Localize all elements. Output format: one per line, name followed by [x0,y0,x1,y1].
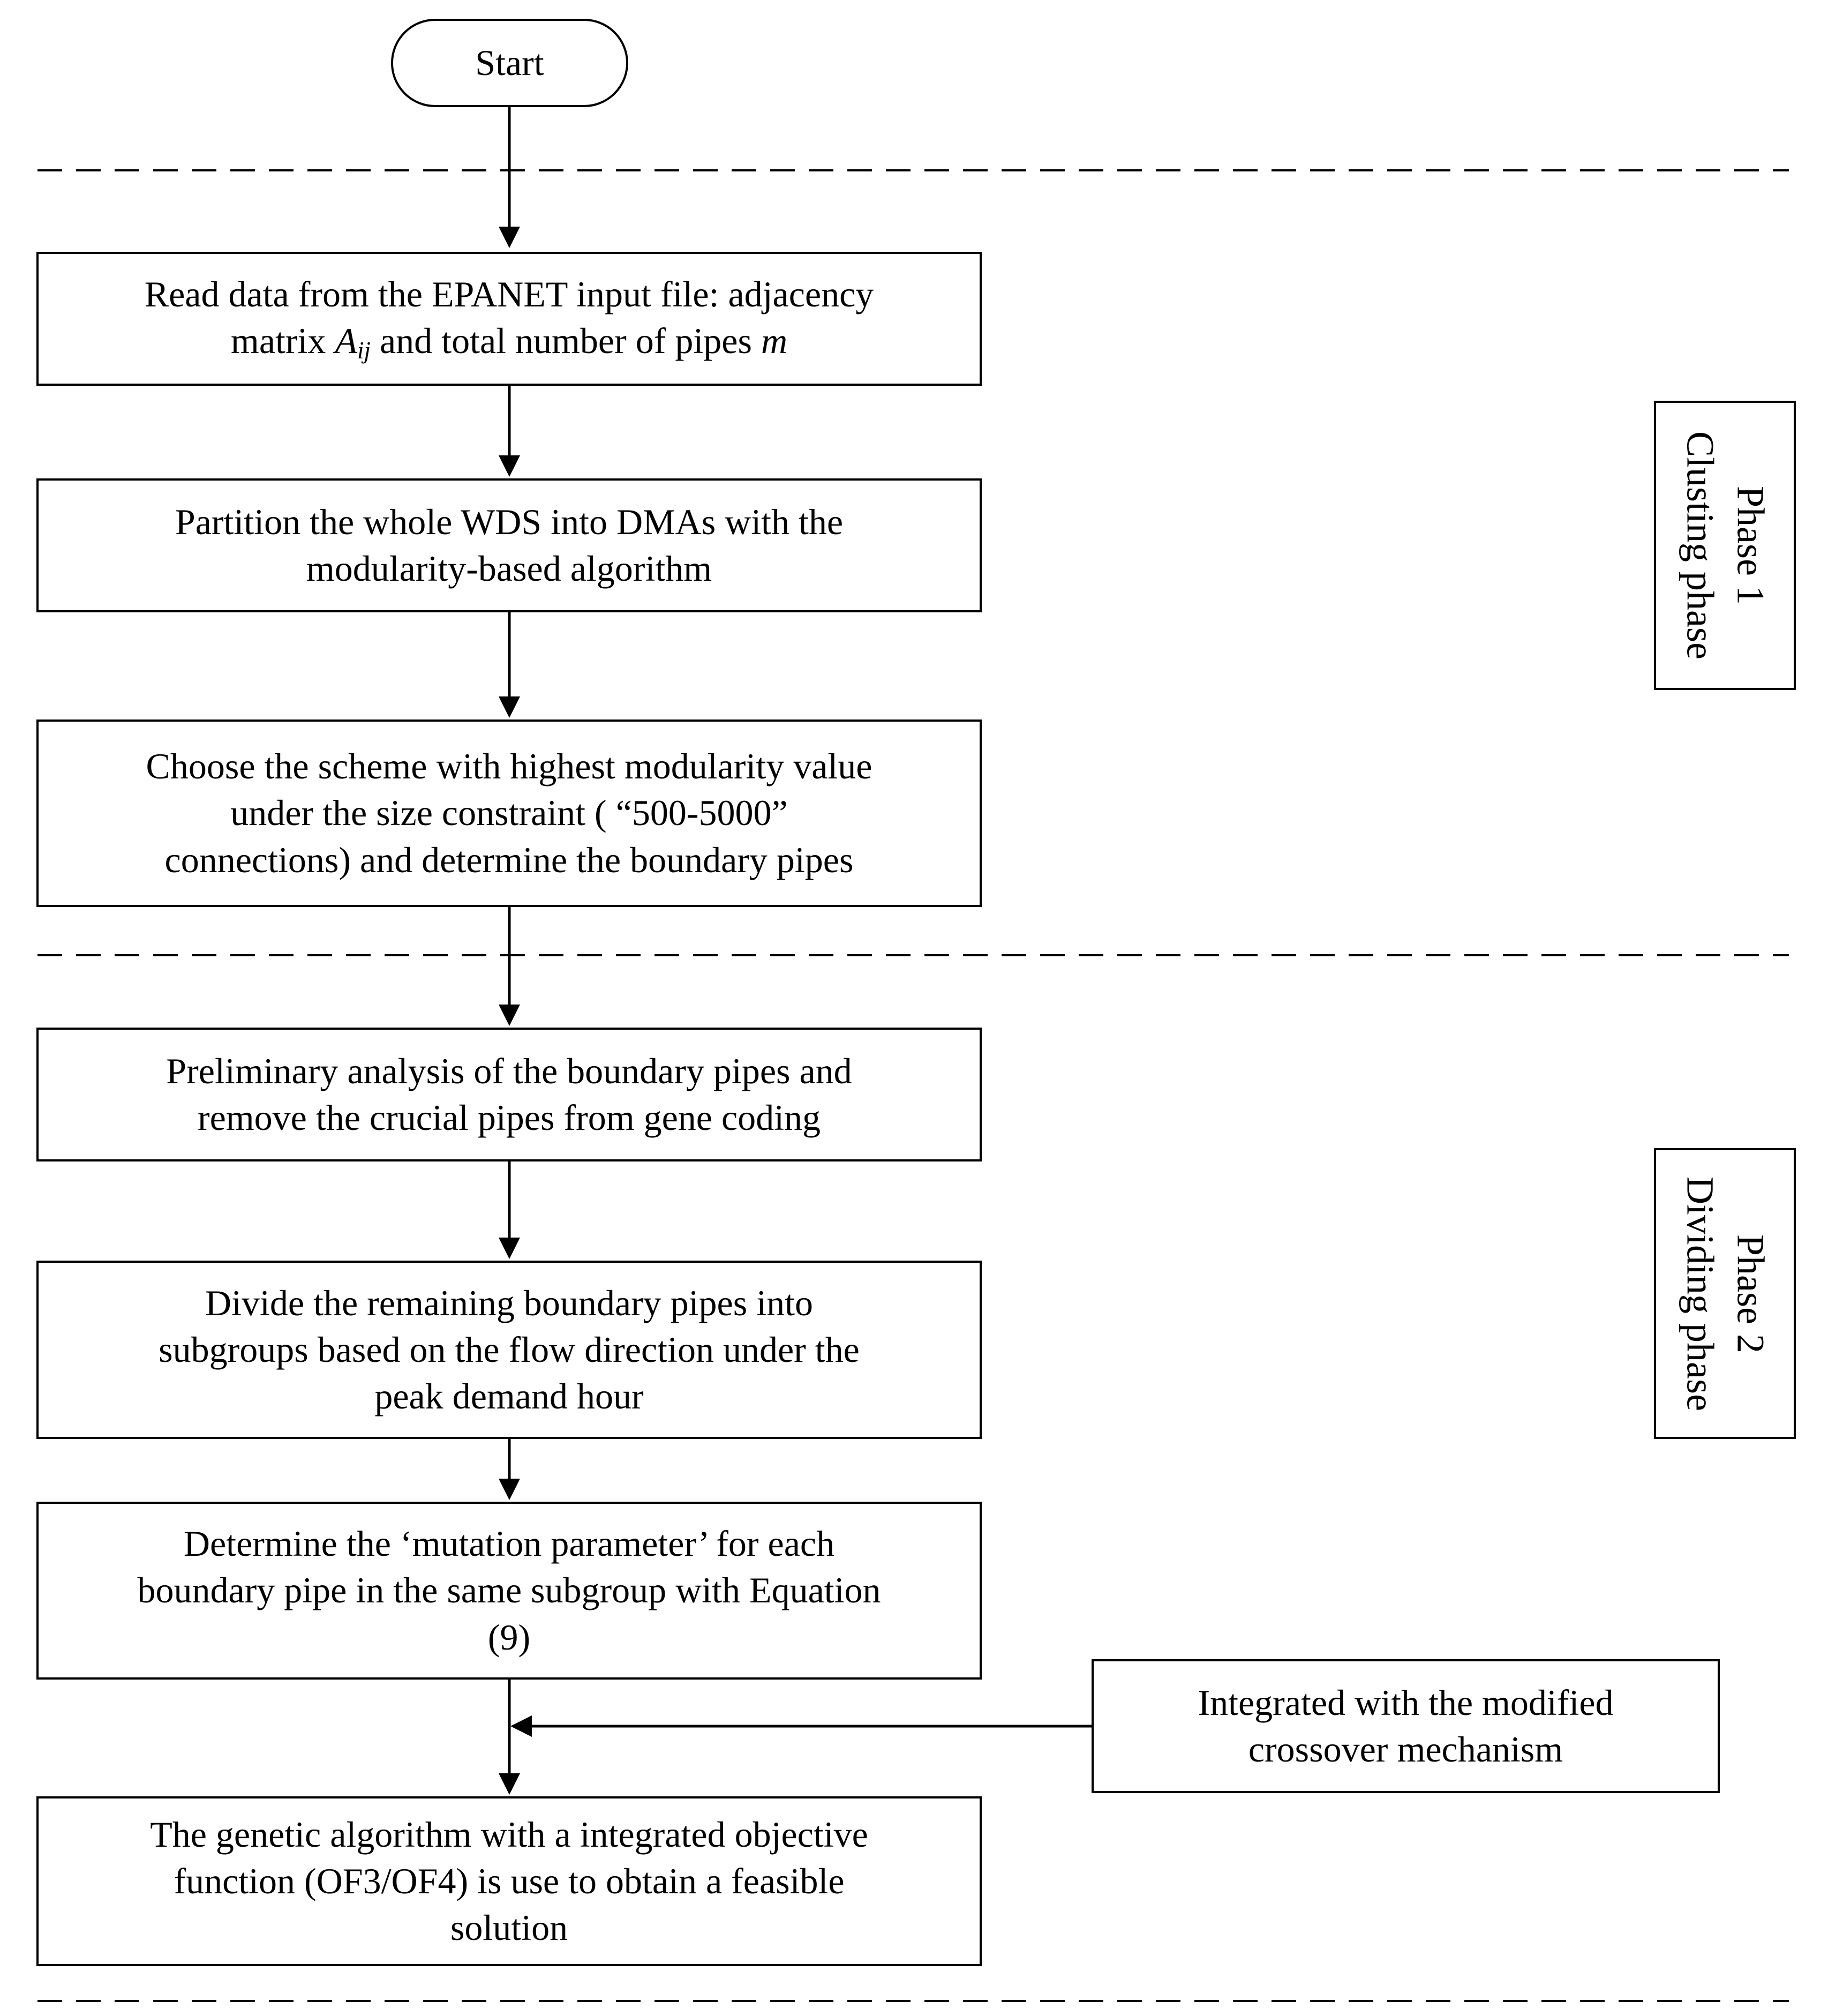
phase-1-label: Phase 1 Clusting phase [1654,401,1796,690]
phase-2-title: Phase 2 [1729,1234,1772,1353]
partition-line2: modularity-based algorithm [306,548,712,589]
phase-2-label: Phase 2 Dividing phase [1654,1148,1796,1439]
step-mutation-parameter: Determine the ‘mutation parameter’ for e… [36,1502,982,1680]
choose-line2: under the size constraint ( “500-5000” [230,792,788,834]
divide-line1: Divide the remaining boundary pipes into [205,1282,813,1323]
phase-1-subtitle: Clusting phase [1679,431,1722,659]
mutation-line1: Determine the ‘mutation parameter’ for e… [183,1523,835,1564]
read-data-line2: matrix Aij and total number of pipes m [230,320,788,364]
partition-line1: Partition the whole WDS into DMAs with t… [175,501,844,542]
genetic-line3: solution [450,1907,568,1948]
phase-1-title: Phase 1 [1729,486,1772,605]
genetic-line1: The genetic algorithm with a integrated … [150,1813,868,1855]
choose-line1: Choose the scheme with highest modularit… [146,746,872,787]
adjacency-matrix-symbol: A [335,320,357,362]
start-label: Start [475,42,544,83]
mutation-line2: boundary pipe in the same subgroup with … [137,1570,881,1611]
preliminary-line2: remove the crucial pipes from gene codin… [197,1097,821,1138]
crossover-line1: Integrated with the modified [1198,1682,1614,1723]
read-data-line1: Read data from the EPANET input file: ad… [144,274,874,315]
genetic-line2: function (OF3/OF4) is use to obtain a fe… [174,1860,845,1901]
step-partition: Partition the whole WDS into DMAs with t… [36,478,982,612]
preliminary-line1: Preliminary analysis of the boundary pip… [166,1050,852,1091]
start-terminal: Start [391,19,628,107]
crossover-line2: crossover mechanism [1248,1729,1563,1770]
divide-line3: peak demand hour [374,1376,644,1417]
step-read-data: Read data from the EPANET input file: ad… [36,252,982,386]
step-genetic-algorithm: The genetic algorithm with a integrated … [36,1796,982,1966]
mutation-line3: (9) [487,1616,531,1658]
step-divide-subgroups: Divide the remaining boundary pipes into… [36,1261,982,1439]
adjacency-matrix-subscript: ij [357,337,371,364]
pipe-count-symbol: m [761,320,788,362]
choose-line3: connections) and determine the boundary … [164,839,854,880]
step-choose-scheme: Choose the scheme with highest modularit… [36,720,982,907]
step-crossover-mechanism: Integrated with the modified crossover m… [1092,1659,1720,1793]
step-preliminary-analysis: Preliminary analysis of the boundary pip… [36,1028,982,1161]
divide-line2: subgroups based on the flow direction un… [159,1329,860,1370]
phase-2-subtitle: Dividing phase [1679,1176,1722,1411]
